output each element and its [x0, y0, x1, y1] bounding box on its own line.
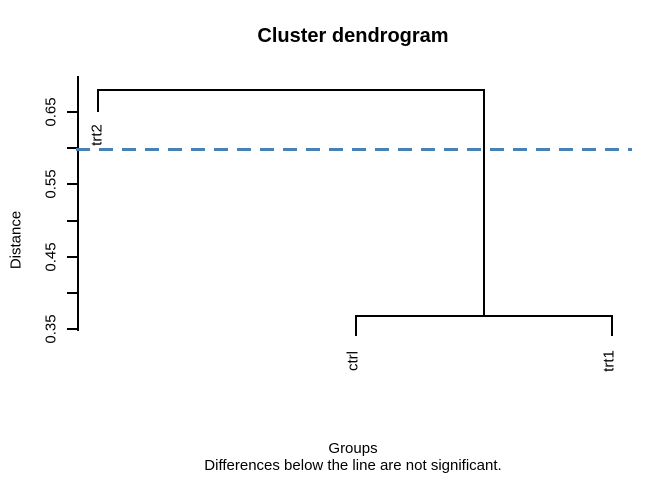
- y-axis-tick: [67, 220, 78, 222]
- dendrogram-link-bottom-horizontal: [355, 315, 613, 317]
- dendrogram-leaf-stem-trt1: [611, 315, 613, 336]
- y-axis-tick: [67, 147, 78, 149]
- plot-title: Cluster dendrogram: [257, 25, 449, 47]
- y-tick-label: 0.45: [42, 242, 60, 272]
- y-axis-tick: [67, 111, 78, 113]
- plot-subtitle: Differences below the line are not signi…: [204, 457, 502, 474]
- dendrogram-link-top-horizontal: [97, 89, 485, 91]
- dendrogram-leaf-stem-trt2: [97, 89, 99, 112]
- y-axis-line: [77, 76, 79, 331]
- y-axis-title: Distance: [7, 210, 25, 270]
- leaf-label-trt1: trt1: [600, 350, 618, 372]
- y-axis-tick: [67, 292, 78, 294]
- y-axis-tick: [67, 183, 78, 185]
- y-axis-tick: [67, 328, 78, 330]
- leaf-label-trt2: trt2: [88, 124, 106, 146]
- y-axis-tick: [67, 256, 78, 258]
- leaf-label-ctrl: ctrl: [344, 351, 362, 371]
- dendrogram-link-root-vertical: [483, 89, 485, 317]
- y-tick-label: 0.65: [42, 97, 60, 127]
- threshold-line: [76, 148, 632, 151]
- y-tick-label: 0.35: [42, 314, 60, 344]
- dendrogram-leaf-stem-ctrl: [355, 315, 357, 336]
- x-axis-title: Groups: [328, 440, 378, 457]
- y-tick-label: 0.55: [42, 169, 60, 199]
